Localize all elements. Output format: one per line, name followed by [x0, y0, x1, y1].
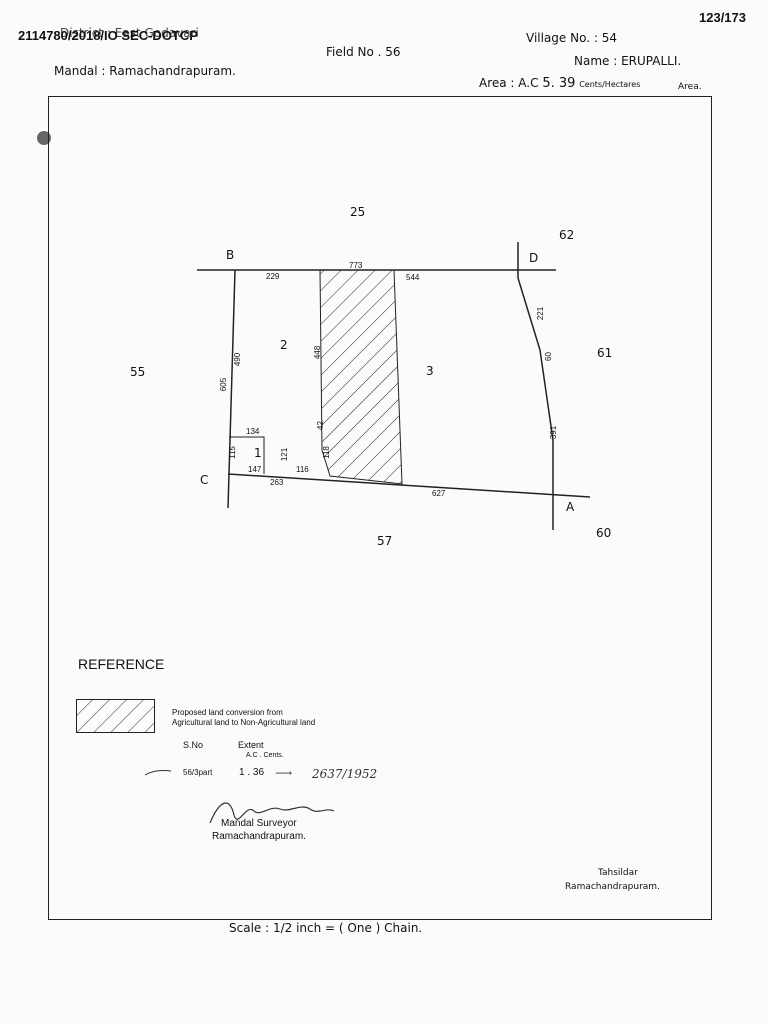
corner-c: C	[200, 473, 209, 487]
plot-1-boundary	[229, 436, 265, 474]
neighbour-north: 25	[350, 205, 366, 219]
row-extent: 1 . 36	[239, 767, 265, 778]
dim-bottom-263: 263	[270, 478, 284, 487]
surveyor-signature	[209, 802, 335, 824]
neighbour-se: 60	[596, 526, 612, 540]
plot-3: 3	[426, 364, 434, 378]
dim-right-mid: 60	[543, 352, 553, 361]
handwritten-arrow: ⟶	[275, 766, 293, 780]
area-suffix: Area.	[678, 82, 702, 92]
document-reference: 2114780/2018/IO SEC-DOTCP	[18, 28, 198, 43]
scale-note: Scale : 1/2 inch = ( One ) Chain.	[229, 921, 423, 935]
handwritten-reference: 2637/1952	[312, 767, 378, 781]
dim-right-upper: 221	[536, 306, 546, 321]
dim-top-left: 229	[266, 272, 280, 281]
tahsildar-title: Tahsildar	[598, 868, 638, 878]
legend-text-1: Proposed land conversion from	[172, 708, 283, 717]
legend-hatch-swatch	[76, 699, 155, 733]
legend-text-2: Agricultural land to Non-Agricultural la…	[172, 718, 316, 727]
field-number: Field No . 56	[326, 45, 401, 59]
west-boundary	[227, 269, 236, 509]
dim-bottom-116: 116	[296, 465, 309, 474]
neighbour-east: 61	[597, 346, 613, 360]
east-boundary	[517, 242, 554, 530]
reference-title: REFERENCE	[78, 656, 165, 672]
proposed-conversion-area	[319, 269, 403, 485]
surveyor-title: Mandal Surveyor	[221, 818, 297, 829]
map-frame	[48, 96, 712, 920]
neighbour-west: 55	[130, 365, 146, 379]
dim-top-total: 773	[349, 261, 363, 270]
area-value: 5. 39	[542, 76, 576, 91]
dim-hatch-mid: 42	[315, 421, 325, 430]
plot-2: 2	[280, 338, 288, 352]
dim-bottom-627: 627	[432, 489, 446, 498]
col-extent: Extent	[238, 740, 264, 750]
punch-hole	[37, 131, 51, 145]
row-sno: 56/3part	[183, 768, 213, 777]
col-units: A.C . Cents.	[246, 752, 284, 759]
area-line: Area : A.C 5. 39 Cents/Hectares	[479, 76, 640, 91]
dim-right-lower: 391	[549, 425, 559, 440]
village-number: Village No. : 54	[526, 31, 617, 45]
plot-1: 1	[254, 446, 262, 460]
neighbour-south: 57	[377, 534, 393, 548]
dim-sub-right: 121	[280, 447, 290, 462]
corner-a: A	[566, 500, 575, 514]
corner-d: D	[529, 251, 539, 265]
south-boundary	[227, 473, 591, 498]
dim-left-outer: 605	[219, 377, 229, 392]
overstruck-district: District : East Godavari	[60, 26, 199, 40]
dim-sub-bottom: 147	[248, 465, 262, 474]
village-name: Name : ERUPALLI.	[574, 54, 682, 68]
page-number: 123/173	[699, 10, 746, 25]
dim-hatch-left: 448	[313, 345, 323, 360]
tick-mark	[144, 770, 172, 776]
surveyor-place: Ramachandrapuram.	[212, 831, 306, 842]
neighbour-ne: 62	[559, 228, 575, 242]
corner-b: B	[226, 248, 235, 262]
dim-sub-top: 134	[246, 427, 260, 436]
mandal-name: Mandal : Ramachandrapuram.	[54, 64, 236, 78]
col-sno: S.No	[183, 740, 204, 750]
area-units: Cents/Hectares	[579, 80, 641, 89]
tahsildar-place: Ramachandrapuram.	[565, 882, 660, 892]
dim-left-inner: 490	[233, 352, 243, 367]
dim-hatch-low: 118	[321, 446, 331, 459]
dim-top-right: 544	[406, 273, 420, 282]
area-prefix: Area : A.C	[479, 76, 539, 90]
dim-sub-left: 115	[227, 446, 237, 459]
